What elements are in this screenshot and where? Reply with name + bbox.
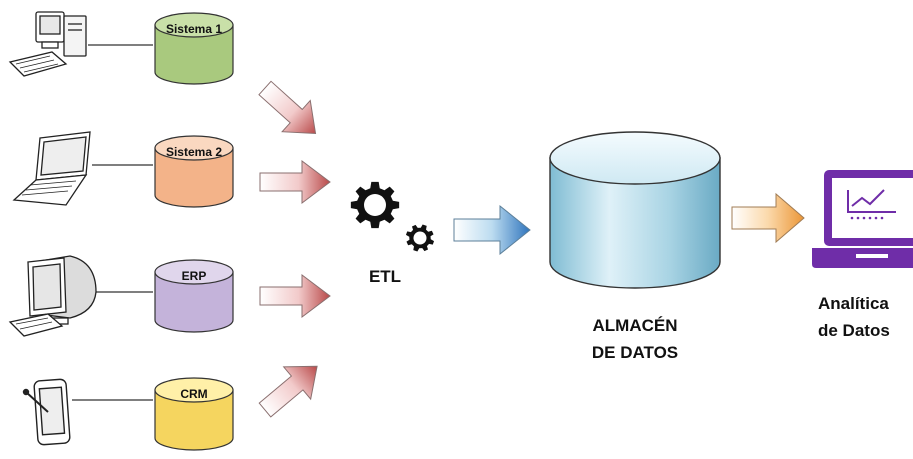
arrow-warehouse-to-analytics	[731, 192, 805, 244]
analytics-laptop-icon	[812, 170, 913, 268]
connector-lines	[72, 44, 153, 401]
cylinder-crm	[154, 377, 234, 451]
crt-computer-icon	[8, 255, 97, 337]
label-analytics-line1: Analítica	[818, 294, 889, 313]
arrow-etl-to-warehouse	[453, 204, 531, 256]
tablet-icon	[22, 378, 71, 446]
label-warehouse-line1: ALMACÉN	[592, 316, 678, 335]
laptop-icon	[12, 131, 91, 206]
label-warehouse-line2: DE DATOS	[591, 343, 679, 362]
label-analytics-line2: de Datos	[818, 321, 890, 340]
arrow-sistema-1-to-etl	[258, 80, 317, 135]
cylinder-sistema-2	[154, 135, 234, 208]
cylinder-sistema-1	[154, 12, 234, 85]
data-warehouse-cylinder	[549, 131, 721, 289]
label-sistema-2: Sistema 2	[165, 145, 223, 159]
desktop-computer-icon	[8, 11, 87, 77]
label-warehouse: ALMACÉN DE DATOS	[570, 312, 700, 366]
label-sistema-1: Sistema 1	[165, 22, 223, 36]
label-erp: ERP	[181, 269, 207, 283]
arrow-crm-to-etl	[258, 365, 318, 418]
arrow-erp-to-etl	[259, 274, 331, 318]
arrow-sistema-2-to-etl	[259, 160, 331, 204]
gears-icon	[350, 181, 439, 256]
label-etl: ETL	[368, 267, 402, 286]
label-analytics: Analítica de Datos	[818, 290, 913, 344]
label-crm: CRM	[180, 387, 208, 401]
cylinder-erp	[154, 259, 234, 333]
